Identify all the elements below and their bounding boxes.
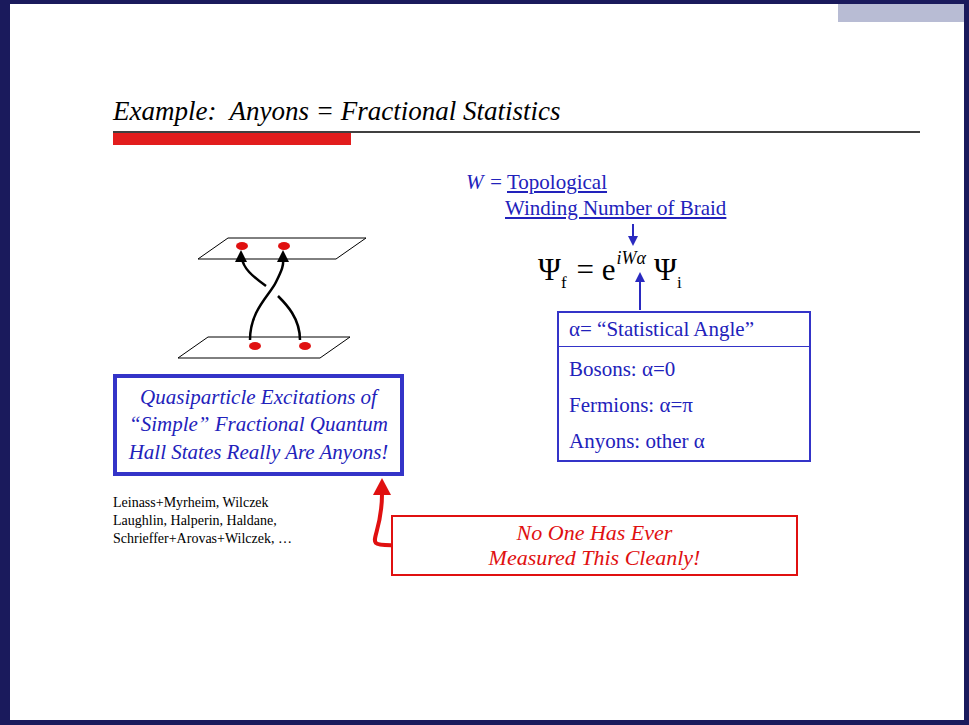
claim-text: Quasiparticle Excitations of “Simple” Fr… (123, 384, 394, 466)
warning-box: No One Has Ever Measured This Cleanly! (391, 515, 798, 576)
symbol-label: W = (466, 170, 503, 195)
curved-arrow (373, 478, 391, 545)
annotation-text: Winding Number of Braid (505, 196, 726, 221)
arrow-head (628, 236, 638, 246)
annotation-text: Topological (507, 170, 607, 195)
title-accent-bar (113, 133, 351, 145)
equation-text: = e (577, 252, 616, 288)
winding-leader (632, 224, 634, 238)
subscript: i (677, 273, 682, 293)
arrow-head (635, 272, 645, 282)
list-item: Fermions: α=π (569, 393, 799, 418)
list-item: Anyons: other α (569, 429, 799, 454)
title-rule (113, 131, 920, 133)
citation-text: Leinass+Myrheim, Wilczek Laughlin, Halpe… (113, 494, 313, 549)
slide-title: Example: Anyons = Fractional Statistics (113, 96, 560, 127)
frame-left (0, 0, 10, 725)
exponent: iWα (617, 248, 646, 269)
definition-box: α= “Statistical Angle” Bosons: α=0Fermion… (557, 311, 811, 462)
box-heading: α= “Statistical Angle” (559, 317, 809, 347)
arrow-head (373, 478, 391, 495)
frame-right (964, 0, 969, 725)
arrow-line (375, 494, 391, 545)
claim-box: Quasiparticle Excitations of “Simple” Fr… (113, 374, 404, 476)
equation: Ψf = eiWα Ψi (538, 248, 682, 293)
wavefunction-symbol: Ψ (654, 252, 677, 288)
frame-top (0, 0, 969, 4)
wavefunction-symbol: Ψ (538, 252, 561, 288)
angle-leader (639, 280, 641, 310)
warning-text: No One Has Ever Measured This Cleanly! (480, 520, 710, 571)
subscript: f (561, 273, 567, 293)
list-item: Bosons: α=0 (569, 357, 799, 382)
braid-illustration (178, 238, 366, 358)
frame-bottom (0, 720, 969, 725)
